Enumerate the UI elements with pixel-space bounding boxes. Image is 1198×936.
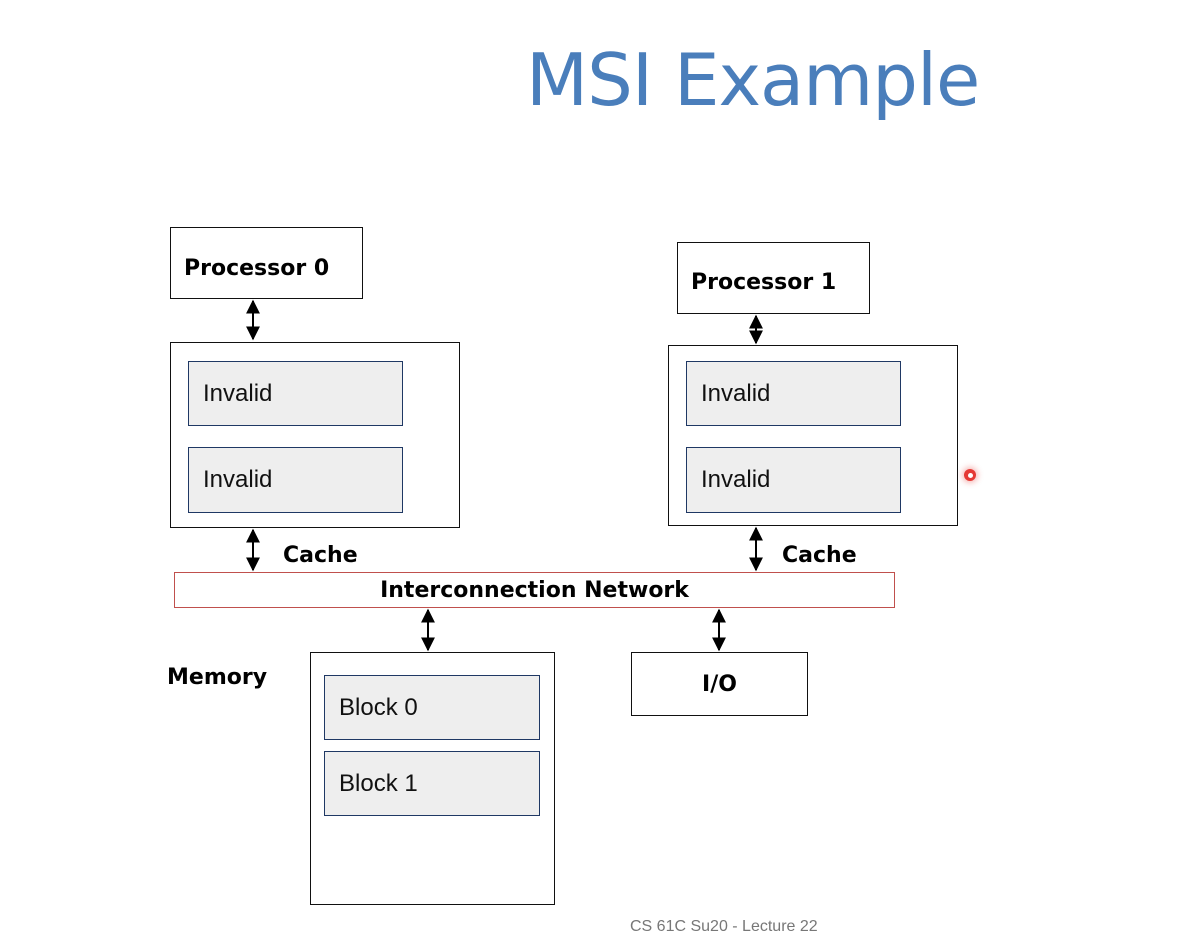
cache-1-line-1: Invalid (686, 447, 901, 513)
processor-0-box: Processor 0 (170, 227, 363, 299)
slide-title: MSI Example (526, 38, 980, 122)
cache-0-line-1: Invalid (188, 447, 403, 513)
memory-block-0: Block 0 (324, 675, 540, 740)
memory-label: Memory (167, 665, 268, 690)
cache-0-label: Cache (283, 543, 358, 568)
io-box: I/O (631, 652, 808, 716)
network-label: Interconnection Network (380, 577, 689, 603)
interconnection-network: Interconnection Network (174, 572, 895, 608)
processor-0-label: Processor 0 (184, 256, 330, 281)
processor-1-box: Processor 1 (677, 242, 870, 314)
memory-block-1: Block 1 (324, 751, 540, 816)
slide-footer: CS 61C Su20 - Lecture 22 (630, 918, 818, 935)
io-label: I/O (702, 671, 737, 697)
cache-0-line-0: Invalid (188, 361, 403, 426)
laser-pointer-icon (964, 469, 976, 481)
processor-1-label: Processor 1 (691, 270, 837, 295)
cache-1-label: Cache (782, 543, 857, 568)
cache-1-line-0: Invalid (686, 361, 901, 426)
